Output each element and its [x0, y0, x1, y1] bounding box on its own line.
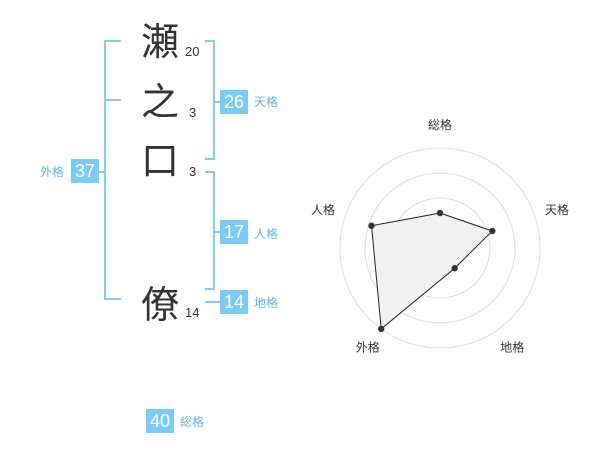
- name-char-2: 之: [140, 80, 179, 124]
- radar-points: [368, 209, 496, 333]
- radar-value-polygon: [370, 212, 494, 330]
- chikaku-label: 地格: [254, 296, 279, 310]
- stroke-count-4: 14: [185, 305, 200, 320]
- stroke-count-3: 3: [189, 164, 197, 179]
- radar-axis-label-0: 総格: [428, 117, 452, 132]
- tenkaku-connector: [215, 101, 220, 103]
- radar-point-1: [489, 227, 496, 235]
- jinkaku-connector: [215, 231, 220, 233]
- radar-axis-label-3: 外格: [356, 340, 380, 355]
- radar-axis-label-2: 地格: [500, 340, 524, 355]
- radar-axis-label-1: 天格: [545, 202, 569, 217]
- jinkaku-value: 17: [220, 220, 248, 244]
- radar-point-2: [451, 265, 458, 272]
- gaikaku-value: 37: [71, 159, 99, 183]
- chikaku-connector: [205, 301, 220, 303]
- radar-point-3: [378, 325, 385, 333]
- soukaku-value: 40: [146, 409, 174, 433]
- tenkaku-value: 26: [220, 90, 248, 114]
- stroke-count-2: 3: [189, 105, 197, 120]
- radar-point-0: [436, 209, 444, 217]
- gaikaku-label: 外格: [40, 165, 65, 179]
- tenkaku-label: 天格: [254, 95, 279, 109]
- soukaku-label: 総格: [180, 415, 205, 429]
- gaikaku-bracket: [104, 40, 121, 300]
- name-char-3: 口: [140, 139, 179, 183]
- name-char-4: 僚: [140, 283, 179, 327]
- radar-ring-3: [364, 172, 516, 324]
- name-char-1: 瀬: [140, 20, 179, 64]
- gaikaku-bracket-tick: [104, 99, 121, 101]
- jinkaku-bracket: [205, 171, 215, 290]
- chikaku-value: 14: [220, 290, 248, 314]
- radar-axis-label-4: 人格: [311, 202, 335, 217]
- gaikaku-connector: [98, 171, 104, 173]
- tenkaku-bracket: [205, 40, 215, 160]
- radar-ring-4: [339, 147, 541, 349]
- stroke-count-1: 20: [185, 44, 200, 59]
- radar-point-4: [368, 222, 375, 229]
- jinkaku-label: 人格: [254, 227, 279, 241]
